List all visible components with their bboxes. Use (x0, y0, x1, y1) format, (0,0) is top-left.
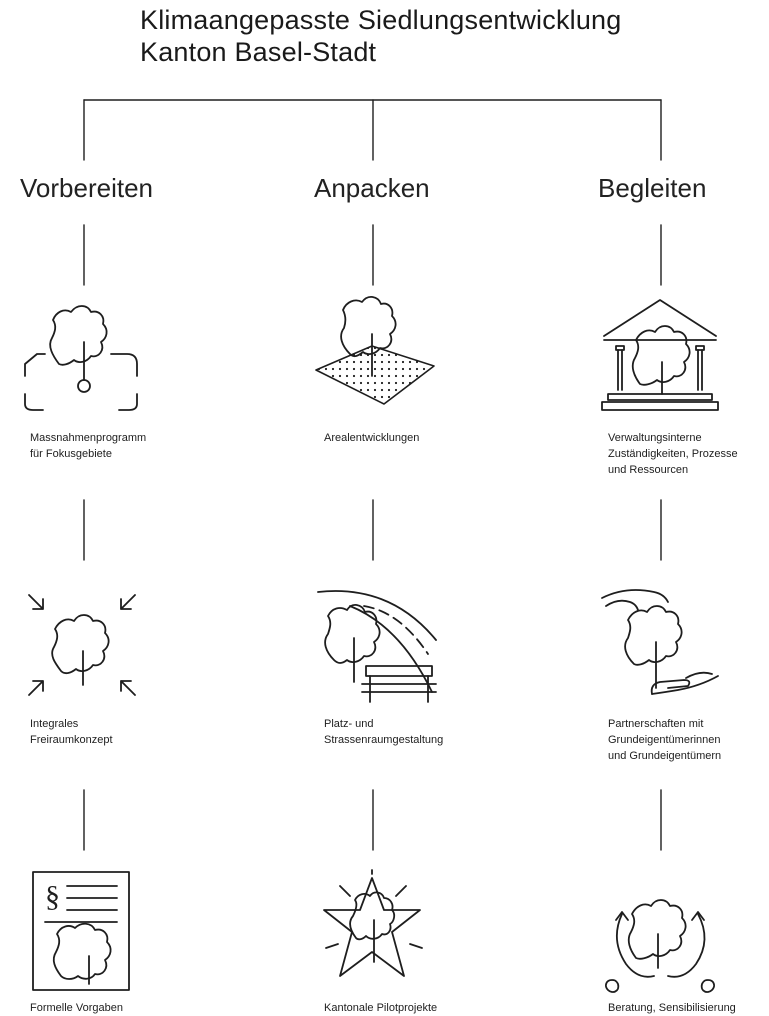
title-line-1: Klimaangepasste Siedlungsentwicklung (140, 5, 622, 35)
caption-pilotprojekte: Kantonale Pilotprojekte (324, 1002, 438, 1014)
tree-focus-frame-icon (19, 290, 149, 420)
tree-legal-document-icon: § (19, 868, 149, 998)
caption-formelle-vorgaben: Formelle Vorgaben (30, 1002, 123, 1014)
tree-circular-arrows-icon (596, 868, 726, 998)
column-heading-anpacken: Anpacken (314, 173, 430, 203)
tree-hands-icon (596, 582, 726, 712)
caption-strassenraumgestaltung: Platz- und Strassenraumgestaltung (324, 718, 444, 746)
tree-star-burst-icon (310, 868, 440, 998)
title-line-2: Kanton Basel-Stadt (140, 37, 377, 67)
diagram-title: Klimaangepasste Siedlungsentwicklung Kan… (140, 4, 622, 68)
caption-beratung: Beratung, Sensibilisierung (608, 1002, 736, 1014)
tree-converging-arrows-icon (19, 585, 149, 715)
svg-text:§: § (45, 880, 60, 913)
caption-partnerschaften: Partnerschaften mit Grundeigentümerinnen… (608, 718, 722, 762)
caption-arealentwicklungen: Arealentwicklungen (324, 432, 420, 444)
tree-dotted-site-icon (310, 290, 440, 420)
caption-freiraumkonzept: Integrales Freiraumkonzept (30, 718, 113, 746)
column-heading-vorbereiten: Vorbereiten (20, 173, 153, 203)
tree-building-columns-icon (596, 290, 726, 420)
caption-verwaltungsinterne: Verwaltungsinterne Zuständigkeiten, Proz… (608, 432, 738, 476)
column-heading-begleiten: Begleiten (598, 173, 707, 203)
tree-bench-street-icon (310, 582, 440, 712)
caption-massnahmenprogramm: Massnahmenprogramm für Fokusgebiete (30, 432, 147, 460)
